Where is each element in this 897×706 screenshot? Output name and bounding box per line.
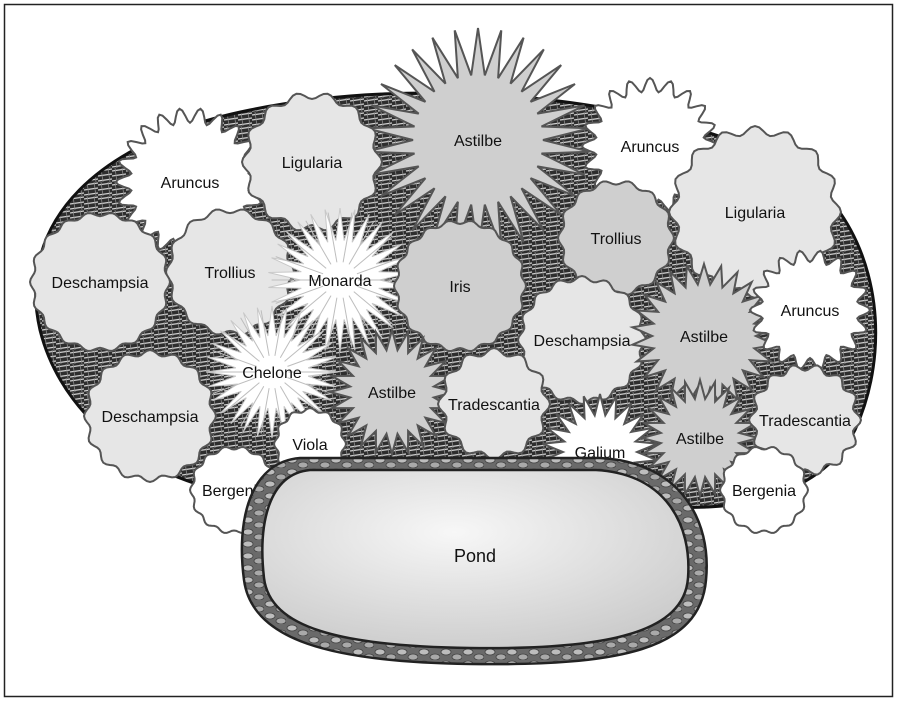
petal-ray bbox=[356, 256, 405, 275]
petal-ray bbox=[287, 377, 332, 394]
petal-ray bbox=[275, 256, 324, 275]
plant-label: Ligularia bbox=[282, 155, 343, 172]
plant-iris: Iris bbox=[392, 219, 528, 353]
plant-deschampsia-left: Deschampsia bbox=[28, 212, 172, 352]
petal-ray bbox=[240, 386, 265, 427]
plant-label: Astilbe bbox=[454, 133, 502, 150]
petal-ray bbox=[223, 382, 260, 413]
pond-label: Pond bbox=[454, 546, 496, 566]
plants-layer: AstilbeAruncusLigulariaAruncusLigulariaT… bbox=[28, 27, 872, 534]
plant-shape bbox=[268, 207, 412, 353]
plant-tradescantia-mid: Tradescantia bbox=[436, 346, 552, 462]
petal-ray bbox=[287, 235, 327, 269]
petal-ray bbox=[356, 285, 405, 304]
petal-ray bbox=[260, 388, 270, 434]
figure-border bbox=[3, 3, 894, 698]
petal-ray bbox=[287, 291, 327, 325]
plant-label: Bergenia bbox=[732, 483, 796, 500]
petal-ray bbox=[212, 377, 257, 394]
plant-label: Trollius bbox=[205, 265, 256, 282]
plant-label: Astilbe bbox=[368, 385, 416, 402]
petal-ray bbox=[348, 220, 375, 265]
petal-ray bbox=[348, 295, 375, 340]
petal-ray bbox=[284, 331, 321, 362]
petal-ray bbox=[327, 297, 338, 348]
petal-ray bbox=[305, 295, 332, 340]
plant-shape bbox=[205, 305, 339, 439]
plant-shape bbox=[747, 364, 863, 476]
plant-label: Ligularia bbox=[725, 205, 786, 222]
plant-bergenia-right: Bergenia bbox=[718, 446, 810, 534]
pond: Pond bbox=[240, 456, 708, 666]
pond-water bbox=[261, 468, 690, 650]
plant-label: Viola bbox=[292, 437, 327, 454]
petal-ray bbox=[353, 235, 393, 269]
petal-ray bbox=[275, 285, 324, 304]
plant-chelone: Chelone bbox=[205, 305, 339, 439]
plant-shape bbox=[82, 348, 218, 484]
plant-shape bbox=[516, 274, 648, 406]
petal-ray bbox=[287, 350, 332, 367]
plant-shape bbox=[718, 446, 810, 534]
petal-ray bbox=[260, 310, 270, 356]
plant-label: Deschampsia bbox=[52, 275, 149, 292]
petal-ray bbox=[274, 310, 284, 356]
petal-ray bbox=[279, 317, 304, 358]
plant-label: Iris bbox=[449, 279, 470, 296]
plant-label: Tradescantia bbox=[759, 413, 851, 430]
plant-label: Trollius bbox=[591, 231, 642, 248]
plant-deschampsia-mid: Deschampsia bbox=[516, 274, 648, 406]
plant-shape bbox=[240, 92, 384, 232]
petal-ray bbox=[342, 212, 353, 263]
plant-label: Aruncus bbox=[161, 175, 220, 192]
plant-trollius-right: Trollius bbox=[556, 180, 676, 296]
plant-label: Monarda bbox=[308, 273, 371, 290]
plant-shape bbox=[28, 212, 172, 352]
petal-ray bbox=[284, 382, 321, 413]
petal-ray bbox=[305, 220, 332, 265]
plant-shape bbox=[326, 326, 458, 458]
plant-label: Chelone bbox=[242, 365, 302, 382]
petal-ray bbox=[342, 297, 353, 348]
plant-label: Astilbe bbox=[676, 431, 724, 448]
plant-shape bbox=[556, 180, 676, 296]
plant-shape bbox=[392, 219, 528, 353]
plant-label: Aruncus bbox=[781, 303, 840, 320]
plant-tradescantia-right: Tradescantia bbox=[747, 364, 863, 476]
petal-ray bbox=[327, 212, 338, 263]
plant-label: Aruncus bbox=[621, 139, 680, 156]
plant-deschampsia-bottom-left: Deschampsia bbox=[82, 348, 218, 484]
plant-ligularia-left: Ligularia bbox=[240, 92, 384, 232]
plant-label: Astilbe bbox=[680, 329, 728, 346]
plant-shape bbox=[748, 249, 872, 371]
petal-ray bbox=[353, 291, 393, 325]
plant-shape bbox=[436, 346, 552, 462]
plant-label: Tradescantia bbox=[448, 397, 540, 414]
plant-label: Deschampsia bbox=[102, 409, 199, 426]
petal-ray bbox=[223, 331, 260, 362]
petal-ray bbox=[240, 317, 265, 358]
plant-astilbe-mid: Astilbe bbox=[326, 326, 458, 458]
plant-label: Deschampsia bbox=[534, 333, 631, 350]
petal-ray bbox=[212, 350, 257, 367]
plant-aruncus-right: Aruncus bbox=[748, 249, 872, 371]
